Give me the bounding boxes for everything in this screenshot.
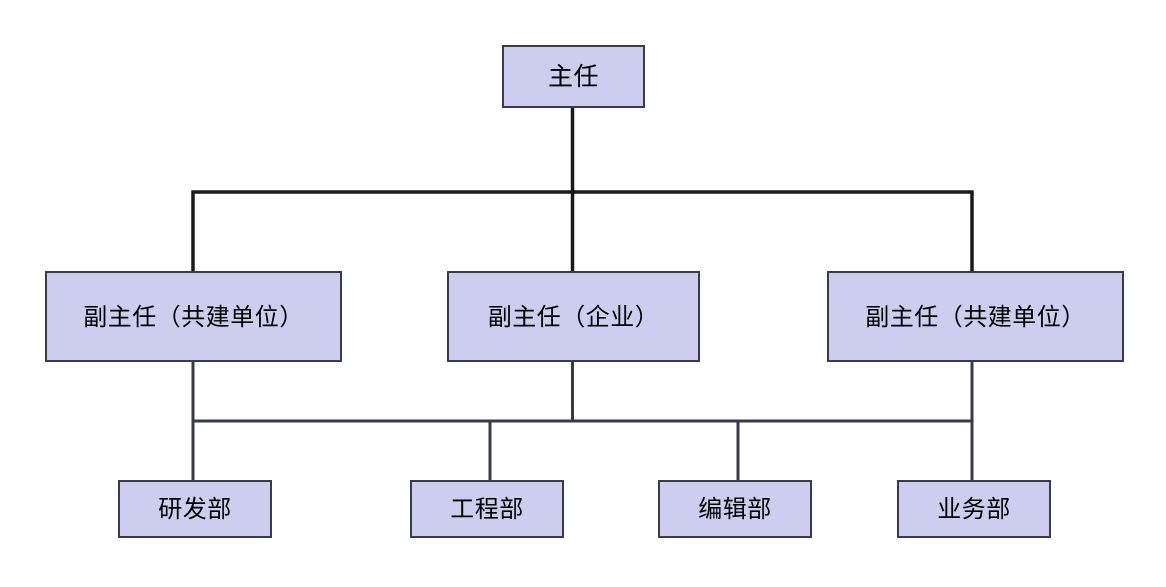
- node-deputy-director-joint-unit-right-label: 副主任（共建单位）: [865, 302, 1086, 331]
- node-deputy-director-joint-unit-right[interactable]: 副主任（共建单位）: [827, 271, 1124, 362]
- node-department-editorial[interactable]: 编辑部: [658, 480, 812, 538]
- node-department-rd-label: 研发部: [158, 495, 232, 523]
- node-deputy-director-enterprise-label: 副主任（企业）: [487, 302, 660, 331]
- node-deputy-director-enterprise[interactable]: 副主任（企业）: [447, 271, 700, 362]
- node-deputy-director-joint-unit-left[interactable]: 副主任（共建单位）: [45, 271, 342, 362]
- node-director-label: 主任: [547, 62, 599, 91]
- node-department-editorial-label: 编辑部: [698, 495, 772, 523]
- node-department-engineering-label: 工程部: [450, 495, 524, 523]
- node-department-engineering[interactable]: 工程部: [410, 480, 564, 538]
- node-department-business[interactable]: 业务部: [897, 480, 1051, 538]
- node-department-business-label: 业务部: [937, 495, 1011, 523]
- node-director[interactable]: 主任: [502, 45, 645, 108]
- node-deputy-director-joint-unit-left-label: 副主任（共建单位）: [83, 302, 304, 331]
- node-department-rd[interactable]: 研发部: [118, 480, 272, 538]
